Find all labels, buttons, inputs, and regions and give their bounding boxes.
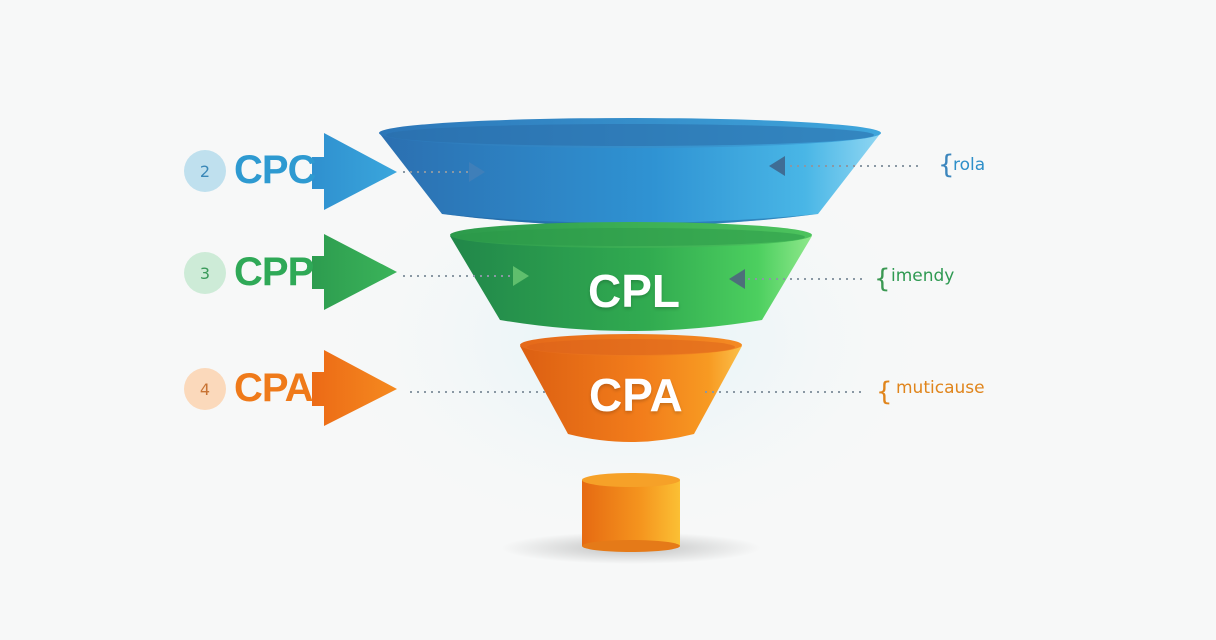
- note-muticause: muticause: [896, 378, 985, 398]
- brace-icon: {: [938, 150, 955, 180]
- funnel-segment-label-middle: CPL: [588, 265, 680, 317]
- arrow-cpc: [312, 133, 397, 210]
- arrow-cpa: [312, 350, 397, 426]
- label-cpa: CPA: [234, 366, 313, 410]
- brace-icon: {: [876, 377, 893, 407]
- funnel-segment-middle: [450, 222, 812, 331]
- connector-lines: [403, 165, 922, 393]
- label-cpp: CPP: [234, 250, 314, 294]
- step-number: 2: [199, 161, 211, 181]
- funnel-segment-bottom: [520, 334, 742, 442]
- pointer-in-left-1: [769, 156, 785, 176]
- pointer-in-right-1: [469, 162, 485, 182]
- label-cpc: CPC: [234, 148, 316, 192]
- pointer-in-right-2: [513, 266, 529, 286]
- note-rola: rola: [953, 155, 986, 175]
- pointer-in-left-2: [729, 269, 745, 289]
- arrow-cpp: [312, 234, 397, 310]
- note-imendy: imendy: [891, 266, 955, 286]
- funnel-segment-top: [379, 118, 881, 226]
- step-number: 4: [199, 379, 211, 399]
- step-badge-cpa: 4: [184, 368, 226, 410]
- step-badge-cpp: 3: [184, 252, 226, 294]
- funnel-output-cylinder: [582, 473, 680, 552]
- step-badge-cpc: 2: [184, 150, 226, 192]
- funnel-segment-label-bottom: CPA: [589, 369, 683, 421]
- brace-icon: {: [874, 264, 891, 294]
- step-number: 3: [199, 263, 211, 283]
